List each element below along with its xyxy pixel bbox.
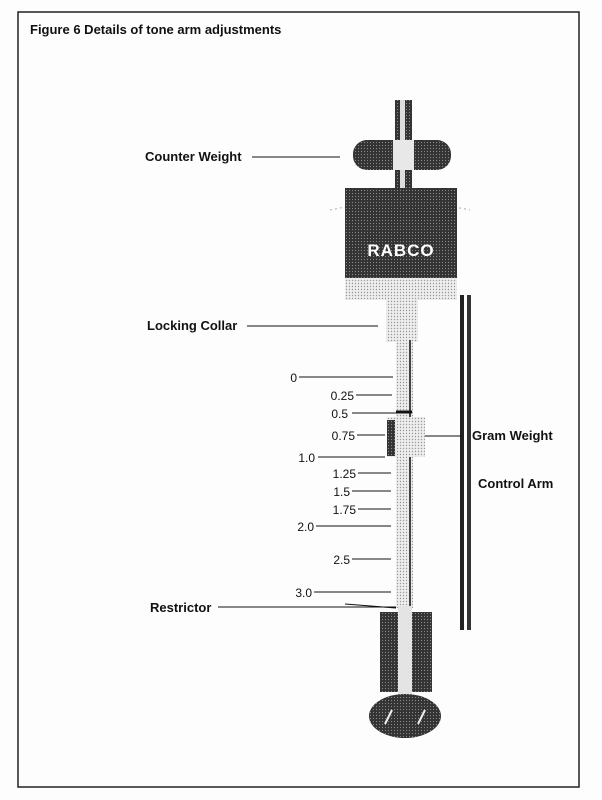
rabco-logo: RABCO <box>367 241 434 260</box>
main-shaft <box>396 340 413 608</box>
figure-border <box>17 11 580 788</box>
adjust-knob <box>369 694 441 738</box>
label-locking-collar: Locking Collar <box>147 318 237 333</box>
label-control-arm: Control Arm <box>478 476 553 491</box>
label-counter-weight: Counter Weight <box>145 149 242 164</box>
tick-label: 1.75 <box>333 503 357 517</box>
tick-label: 0.75 <box>332 429 356 443</box>
tick-label: 2.0 <box>297 520 314 534</box>
tick-label: 0.5 <box>331 407 348 421</box>
gram-scale: 0 0.25 0.5 0.75 1.0 1.25 1.5 1.75 2.0 2.… <box>290 371 398 600</box>
tick-label: 0 <box>290 371 297 385</box>
tick-label: 1.0 <box>298 451 315 465</box>
locking-collar <box>386 298 418 342</box>
tick-label: 0.25 <box>331 389 355 403</box>
tick-label: 2.5 <box>333 553 350 567</box>
tick-label: 1.5 <box>333 485 350 499</box>
label-gram-weight: Gram Weight <box>472 428 553 443</box>
figure-title: Figure 6 Details of tone arm adjustments <box>30 22 281 37</box>
control-arm <box>460 295 464 630</box>
label-restrictor: Restrictor <box>150 600 211 615</box>
tick-label: 1.25 <box>333 467 357 481</box>
tick-label: 3.0 <box>295 586 312 600</box>
